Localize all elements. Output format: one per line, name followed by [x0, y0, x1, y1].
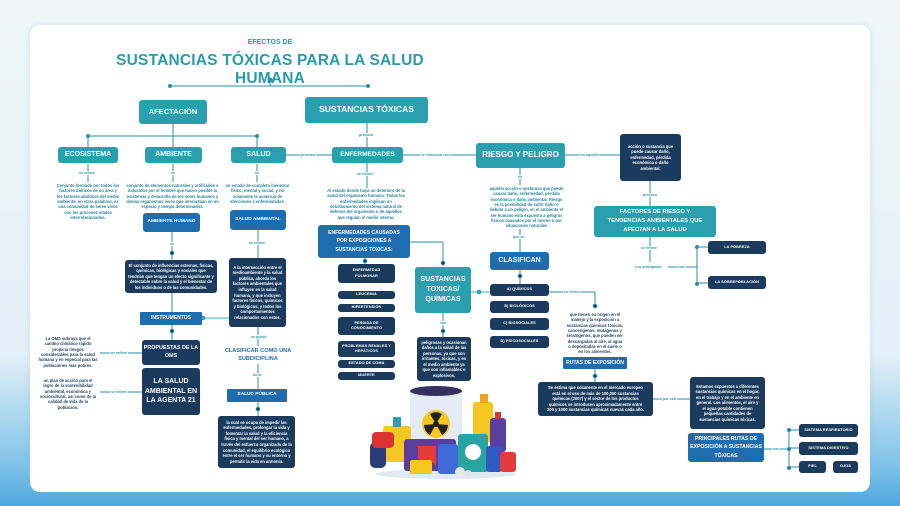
link-label: es	[169, 242, 175, 246]
link-label: provoca	[300, 153, 316, 157]
link-label: provoca	[358, 133, 374, 137]
salud-publica-desc: la cual se ocupa de impedir las enfermed…	[218, 416, 295, 468]
rutas-desc: Se estima que solamente en el mercado eu…	[538, 382, 653, 416]
link-label: Los principales:	[634, 265, 664, 269]
toxic-containers-illustration	[370, 386, 516, 479]
node-ambiente[interactable]: AMBIENTE	[145, 147, 202, 163]
link-label: se relaciona con	[420, 153, 451, 157]
disease-item[interactable]: PERDIDA DE CONOCIMIENTO	[338, 317, 395, 335]
route-item[interactable]: PIEL	[799, 461, 826, 473]
quimicos-desc: que tienen su origen en el manejo y la e…	[566, 312, 624, 355]
link-label: se refiere	[563, 290, 581, 294]
link-label: se refiere	[110, 351, 128, 355]
risk-class-item[interactable]: C) BIOSOCIALES	[490, 318, 549, 330]
node-sustancias-toxicas[interactable]: SUSTANCIAS TÓXICAS	[305, 97, 428, 123]
clasificar-subdisciplina: CLASIFICAR COMO UNA SUBDICIPLINA	[221, 347, 295, 364]
node-enfermedades[interactable]: ENFERMEDADES	[332, 147, 403, 163]
route-item[interactable]: OJOS	[833, 461, 858, 473]
link-label: se refiere	[248, 241, 266, 245]
factor-item[interactable]: LA SOBREPOBLACIÓN	[708, 276, 766, 289]
node-clasifican[interactable]: CLASIFICAN	[490, 252, 549, 270]
ambiente-desc: conjunto de elementos naturales y artifi…	[126, 183, 219, 210]
link-label: son	[678, 265, 687, 269]
node-ambiente-humano[interactable]: AMBIENTE HUMANO	[143, 213, 200, 232]
link-label: se refiere	[78, 171, 96, 175]
factor-item[interactable]: LA POBREZA	[708, 241, 766, 254]
link-label: es	[517, 175, 523, 179]
oms-desc: La OMS subraya que el cambio climático r…	[38, 336, 98, 368]
expuestos-desc: Estamos expuestos a diferentes sustancia…	[690, 377, 765, 429]
link-label: por eso	[662, 397, 677, 401]
link-label: es aquella	[580, 153, 600, 157]
node-salud-publica[interactable]: SALUD PÚBLICA	[227, 389, 287, 402]
link-label: es	[254, 171, 260, 175]
disease-item[interactable]: ESTADO DE COMA	[338, 360, 395, 368]
node-principales-rutas[interactable]: PRINCIPALES RUTAS DE EXPOSICIÓN A SUSTAN…	[688, 433, 764, 462]
node-riesgo-peligro[interactable]: RIESGO Y PELIGRO	[476, 143, 565, 168]
page-title: SUSTANCIAS TÓXICAS PARA LA SALUD HUMANA	[116, 52, 424, 87]
quimicas-desc: peligrosas y ocasionan daños a la salud …	[417, 337, 471, 381]
link-label: se refiere	[356, 172, 374, 176]
disease-item[interactable]: ENFERMEDAD PULMONAR	[338, 264, 395, 283]
risk-class-item[interactable]: D) PSICOSOCIALES	[490, 336, 549, 348]
route-item[interactable]: SISTEMA RESPIRATORIO	[799, 424, 858, 437]
link-label: es	[170, 171, 176, 175]
ecosistema-desc: Conjunto formado por todos los factores …	[56, 183, 120, 220]
node-salud-ambiental[interactable]: SALUD AMBIENTAL	[230, 210, 286, 230]
link-label: son	[439, 321, 448, 325]
link-label: se refiere	[640, 246, 658, 250]
node-instrumentos[interactable]: INSTRUMENTOS	[140, 312, 202, 325]
node-salud[interactable]: SALUD	[231, 147, 286, 163]
riesgo-aquella-desc: acción o sustancia que puede causar daño…	[620, 134, 681, 181]
disease-item[interactable]: HIPERTENSIÓN	[338, 304, 395, 312]
link-label: se puede	[250, 335, 268, 339]
risk-class-item[interactable]: B) BIOLÓGICOS	[490, 301, 549, 313]
enfermedades-desc: Al estado donde haya un deterioro de la …	[327, 188, 405, 220]
node-factores-riesgo[interactable]: FACTORES DE RIESGO Y TENDENCIAS AMBIENTA…	[594, 206, 716, 237]
risk-class-item[interactable]: A) QUÍMICOS	[490, 284, 549, 296]
node-agenda-21[interactable]: LA SALUD AMBIENTAL EN LA AGENTA 21	[142, 368, 200, 415]
node-afectacion[interactable]: AFECTACIÓN	[139, 100, 207, 124]
node-ecosistema[interactable]: ECOSISTEMA	[58, 147, 118, 163]
disease-item[interactable]: MUERTE	[338, 372, 395, 380]
salud-desc: un estado de completo bienestar físico, …	[225, 183, 290, 204]
disease-item[interactable]: LEUCEMIA	[338, 291, 395, 299]
node-enfermedades-causadas[interactable]: ENFERMEDADES CAUSADAS POR EXPOSICIONES A…	[318, 225, 410, 258]
link-label: se refiere	[110, 390, 128, 394]
riesgo-desc: aquella acción o sustancia que puede cau…	[489, 186, 564, 229]
link-label: de la	[252, 373, 263, 377]
route-item[interactable]: SISTEMA DIGESTIVO	[799, 442, 858, 455]
link-label: provoca	[642, 193, 658, 197]
salud-ambiental-desc: A la intersección entre el medioambiente…	[229, 258, 286, 327]
ambiente-humano-desc: El conjunto de influencias externas, fís…	[125, 260, 217, 293]
node-sustancias-quimicas[interactable]: SUSTANCIAS TOXICAS/ QUÍMICAS	[415, 267, 471, 313]
link-label: que se	[512, 235, 526, 239]
node-rutas-exposicion[interactable]: RUTAS DE EXPOSICIÓN	[563, 357, 627, 369]
title-subtitle: EFECTOS DE	[247, 39, 293, 46]
link-label: son	[772, 447, 781, 451]
disease-item[interactable]: PROBLEMAS RENALES Y HEPÁTICOS	[338, 341, 395, 357]
agenda-desc: un plan de acción para el logro de la so…	[40, 378, 96, 410]
node-propuestas-oms[interactable]: PROPUESTAS DE LA OMS	[142, 340, 200, 365]
